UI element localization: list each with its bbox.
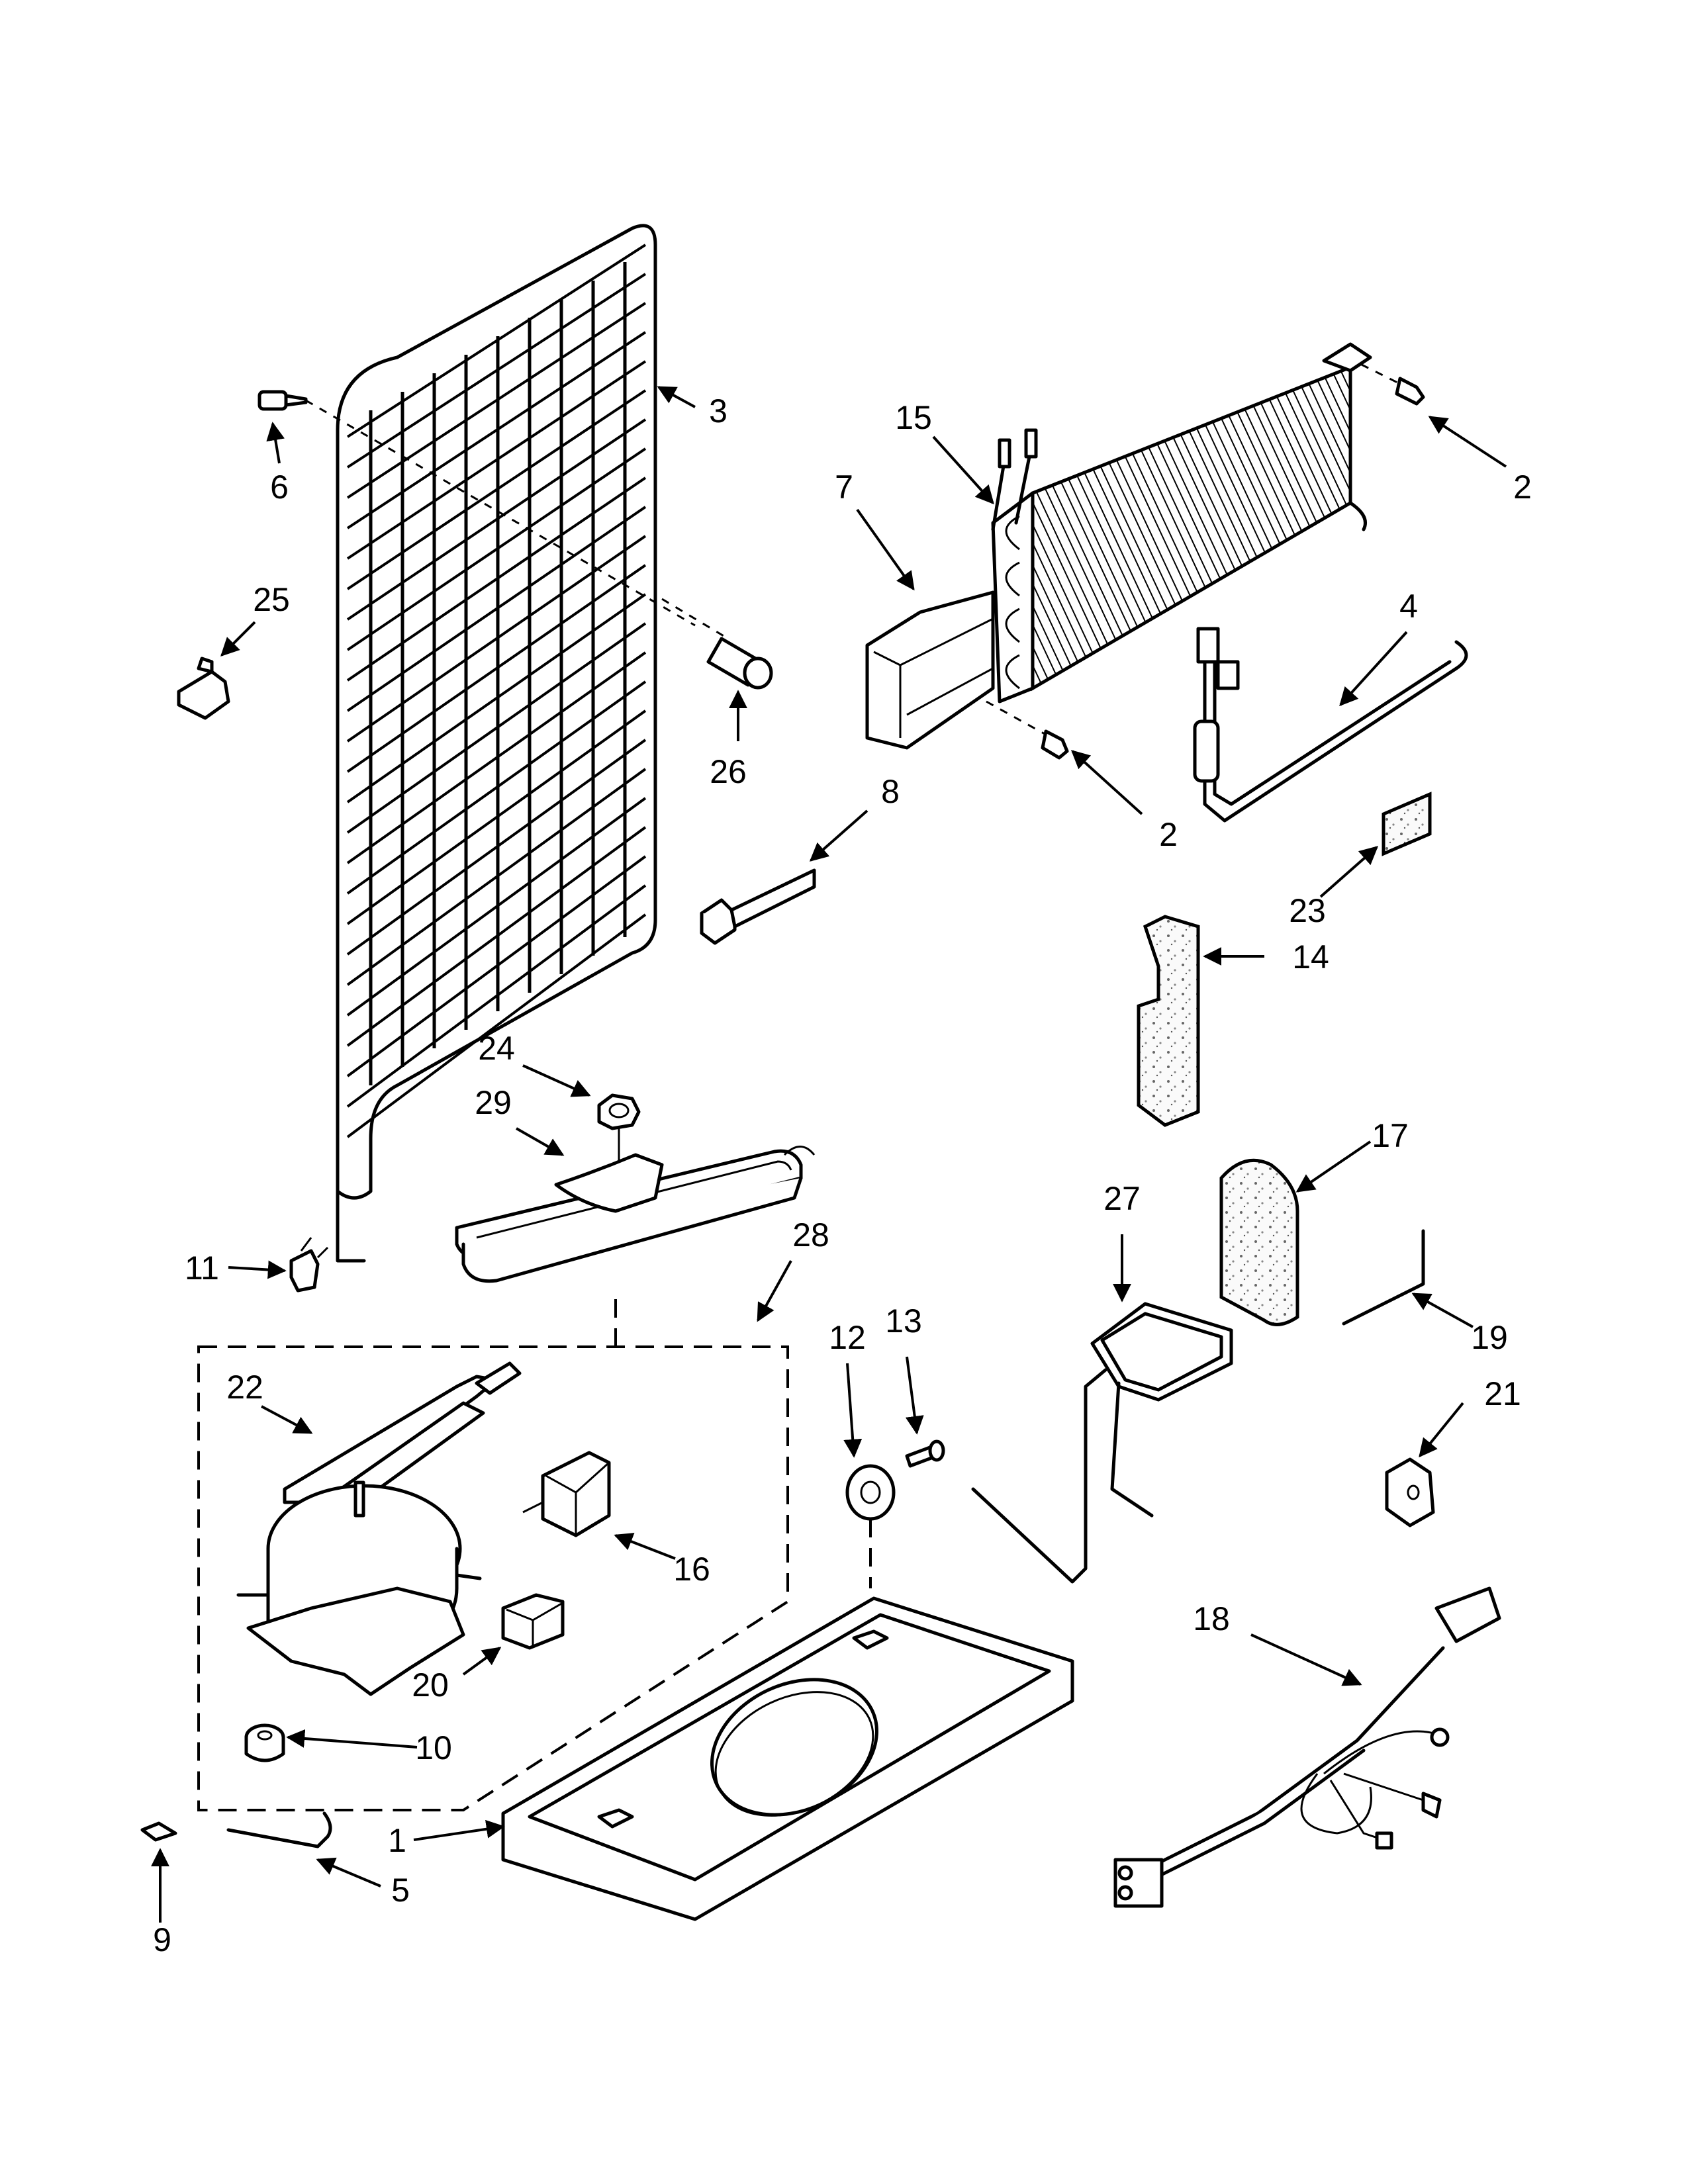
base-tray-part-1	[501, 1596, 1074, 1921]
callout-4: 4	[1399, 588, 1418, 625]
grommet-part-10	[244, 1723, 285, 1762]
callout-13: 13	[885, 1302, 922, 1340]
clip-part-11	[289, 1237, 329, 1293]
callout-20: 20	[412, 1666, 449, 1704]
callout-1: 1	[388, 1822, 406, 1859]
callout-21: 21	[1484, 1375, 1521, 1412]
callout-10: 10	[415, 1729, 452, 1766]
screw-part-2-top	[1346, 356, 1425, 406]
capacitor-part-20	[501, 1593, 565, 1650]
wire-rod-part-5	[226, 1811, 332, 1848]
foam-pad-part-23	[1382, 792, 1432, 856]
callout-8: 8	[881, 773, 900, 810]
nut-part-24	[597, 1093, 641, 1165]
filter-drier-part-22	[283, 1361, 522, 1511]
callout-28: 28	[792, 1216, 829, 1253]
bracket-part-21	[1385, 1457, 1435, 1527]
tubing-part-27	[971, 1302, 1233, 1584]
wire-harness-part-18	[1113, 1586, 1501, 1908]
callout-26: 26	[710, 753, 747, 790]
callout-19: 19	[1471, 1319, 1508, 1356]
callout-24: 24	[478, 1030, 515, 1067]
callout-22: 22	[226, 1369, 263, 1406]
callout-5: 5	[391, 1872, 410, 1909]
callout-labels: 3 6 25 26 15 7 2 4 2 8 23 14 24 29 17 27…	[153, 392, 1532, 1958]
screw-part-2-bottom	[986, 700, 1069, 760]
foam-block-part-14	[1137, 915, 1200, 1127]
leader-lines	[151, 386, 1507, 1923]
callout-6: 6	[270, 469, 289, 506]
callout-11: 11	[185, 1250, 219, 1287]
compressor-assembly-box-part-28	[197, 1291, 789, 1811]
roller-wheel-part-12	[845, 1464, 896, 1588]
relay-part-16	[522, 1451, 611, 1537]
callout-14: 14	[1292, 938, 1329, 976]
callout-15: 15	[895, 399, 932, 436]
defrost-heater-part-4	[1193, 627, 1468, 823]
callout-12: 12	[829, 1319, 866, 1356]
spacer-part-26	[661, 598, 773, 690]
callout-25: 25	[253, 581, 290, 618]
callout-27: 27	[1103, 1180, 1141, 1217]
callout-2-bottom: 2	[1159, 816, 1178, 853]
drain-trough-part-7	[865, 590, 995, 750]
callout-2-top: 2	[1513, 469, 1532, 506]
callout-29: 29	[475, 1084, 512, 1121]
clip-part-9	[140, 1821, 177, 1842]
foam-block-part-17	[1219, 1158, 1299, 1326]
clip-bracket-part-25	[177, 657, 230, 720]
callout-17: 17	[1372, 1117, 1409, 1154]
condenser-grid	[336, 224, 657, 1263]
axle-pin-part-13	[905, 1439, 945, 1468]
callout-16: 16	[673, 1551, 710, 1588]
evaporator-assembly	[991, 342, 1372, 704]
callout-23: 23	[1289, 892, 1326, 929]
screw-part-6	[258, 390, 696, 627]
cable-tie-part-8	[700, 868, 816, 945]
compressor	[236, 1480, 482, 1696]
tube-part-19	[1342, 1229, 1425, 1326]
callout-18: 18	[1193, 1600, 1230, 1637]
callout-3: 3	[709, 392, 727, 430]
callout-7: 7	[835, 469, 853, 506]
callout-9: 9	[153, 1921, 171, 1958]
drain-pan-part-29	[455, 1146, 816, 1283]
